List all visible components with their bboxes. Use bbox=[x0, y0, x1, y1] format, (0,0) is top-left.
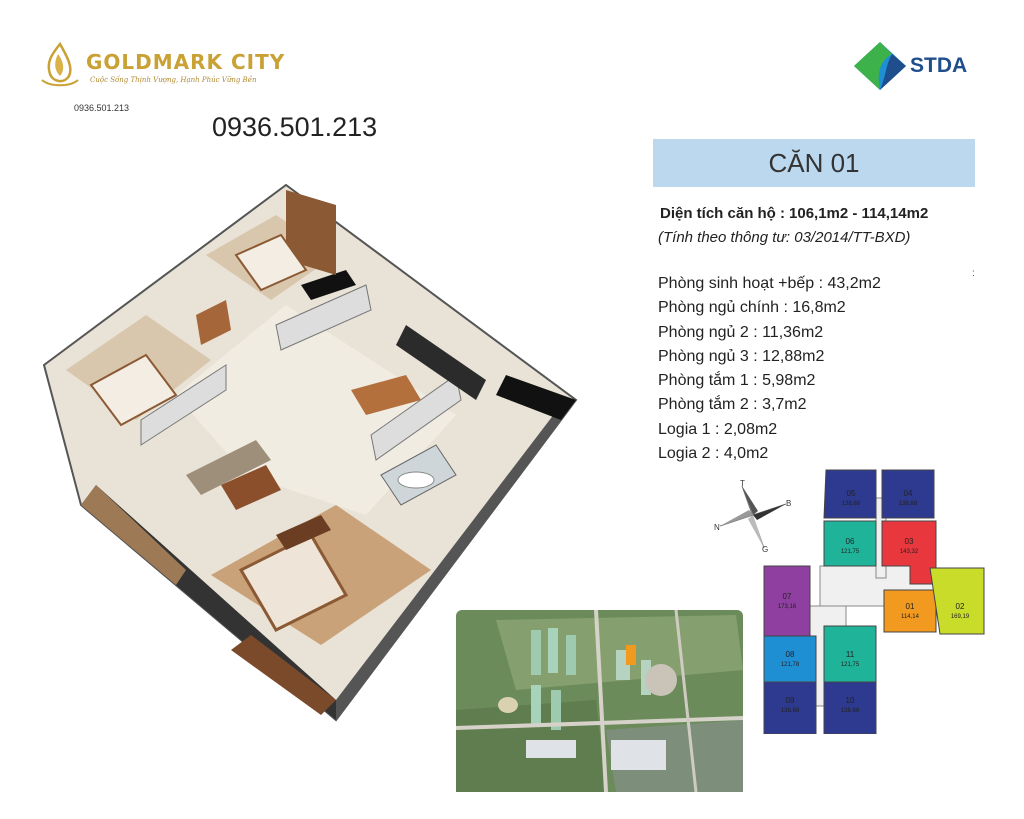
unit-label: 07 bbox=[783, 592, 792, 601]
unit-area: 138,68 bbox=[842, 501, 861, 507]
developer-name: STDA bbox=[910, 54, 968, 77]
unit-09-block bbox=[763, 681, 817, 734]
area-value: 106,1m2 - 114,14m2 bbox=[789, 205, 929, 222]
brand-name: GOLDMARK CITY bbox=[86, 50, 286, 74]
unit-05-block bbox=[823, 469, 877, 519]
unit-area: 138,68 bbox=[781, 708, 800, 714]
room-item: Phòng ngủ 2 : 11,36m2 bbox=[658, 323, 824, 341]
floor-plan-illustration bbox=[42, 183, 578, 722]
unit-area: 114,14 bbox=[901, 614, 920, 620]
compass-g: G bbox=[762, 545, 768, 553]
unit-04-block bbox=[881, 469, 935, 519]
area-label: Diện tích căn hộ : bbox=[660, 205, 786, 222]
unit-area: 138,68 bbox=[841, 708, 860, 714]
phone-small: 0936.501.213 bbox=[74, 103, 130, 113]
unit-02-block bbox=[929, 567, 985, 635]
unit-area: 121,75 bbox=[841, 662, 860, 668]
area-note: (Tính theo thông tư: 03/2014/TT-BXD) bbox=[658, 229, 911, 246]
unit-10-block bbox=[823, 681, 877, 734]
room-item: Logia 2 : 4,0m2 bbox=[658, 445, 769, 463]
stda-diamond-icon bbox=[854, 42, 906, 90]
unit-label: 03 bbox=[905, 537, 914, 546]
stray-mark: : bbox=[972, 268, 975, 279]
stda-logo: STDA bbox=[852, 40, 1002, 92]
unit-03-block bbox=[881, 520, 937, 585]
unit-08-block bbox=[763, 635, 817, 683]
unit-area: 121,78 bbox=[781, 662, 800, 668]
unit-area: 169,19 bbox=[951, 614, 970, 620]
unit-01-block bbox=[883, 589, 937, 633]
unit-07-block bbox=[763, 565, 811, 637]
room-item: Phòng ngủ 3 : 12,88m2 bbox=[658, 347, 825, 365]
room-item: Phòng tắm 1 : 5,98m2 bbox=[658, 372, 816, 390]
unit-area: 173,16 bbox=[778, 604, 797, 610]
site-plan-aerial-image bbox=[456, 610, 743, 792]
room-item: Phòng tắm 2 : 3,7m2 bbox=[658, 396, 807, 414]
phone-large: 0936.501.213 bbox=[212, 112, 378, 142]
unit-area: 138,68 bbox=[899, 501, 918, 507]
apartment-title: CĂN 01 bbox=[653, 139, 975, 187]
unit-label: 06 bbox=[846, 537, 855, 546]
unit-area: 143,32 bbox=[900, 549, 919, 555]
room-list: Phòng sinh hoạt +bếp : 43,2m2 Phòng ngủ … bbox=[658, 272, 881, 466]
unit-label: 04 bbox=[904, 489, 913, 498]
compass-rose-icon: N T B G bbox=[714, 479, 791, 553]
compass-b: B bbox=[786, 499, 791, 508]
unit-label: 02 bbox=[956, 602, 965, 611]
unit-area: 121,75 bbox=[841, 549, 860, 555]
goldmark-flame-icon bbox=[41, 41, 79, 87]
unit-label: 11 bbox=[846, 650, 855, 659]
compass-t: T bbox=[740, 479, 745, 488]
unit-label: 10 bbox=[846, 696, 855, 705]
unit-label: 09 bbox=[786, 696, 795, 705]
unit-06-block bbox=[823, 520, 877, 567]
room-item: Phòng sinh hoạt +bếp : 43,2m2 bbox=[658, 275, 881, 292]
building-key-plan: 05 138,68 04 138,68 06 121,75 03 143,32 … bbox=[763, 469, 985, 734]
room-item: Phòng ngủ chính : 16,8m2 bbox=[658, 299, 846, 317]
unit-label: 05 bbox=[847, 489, 856, 498]
compass-n: N bbox=[714, 523, 720, 532]
brand-tagline: Cuộc Sống Thịnh Vượng, Hạnh Phúc Vững Bề… bbox=[90, 76, 257, 84]
goldmark-city-logo: GOLDMARK CITY Cuộc Sống Thịnh Vượng, Hạn… bbox=[36, 40, 296, 90]
area-line: Diện tích căn hộ :106,1m2 - 114,14m2 bbox=[660, 205, 932, 222]
room-item: Logia 1 : 2,08m2 bbox=[658, 420, 778, 438]
unit-label: 08 bbox=[786, 650, 795, 659]
unit-label: 01 bbox=[906, 602, 915, 611]
